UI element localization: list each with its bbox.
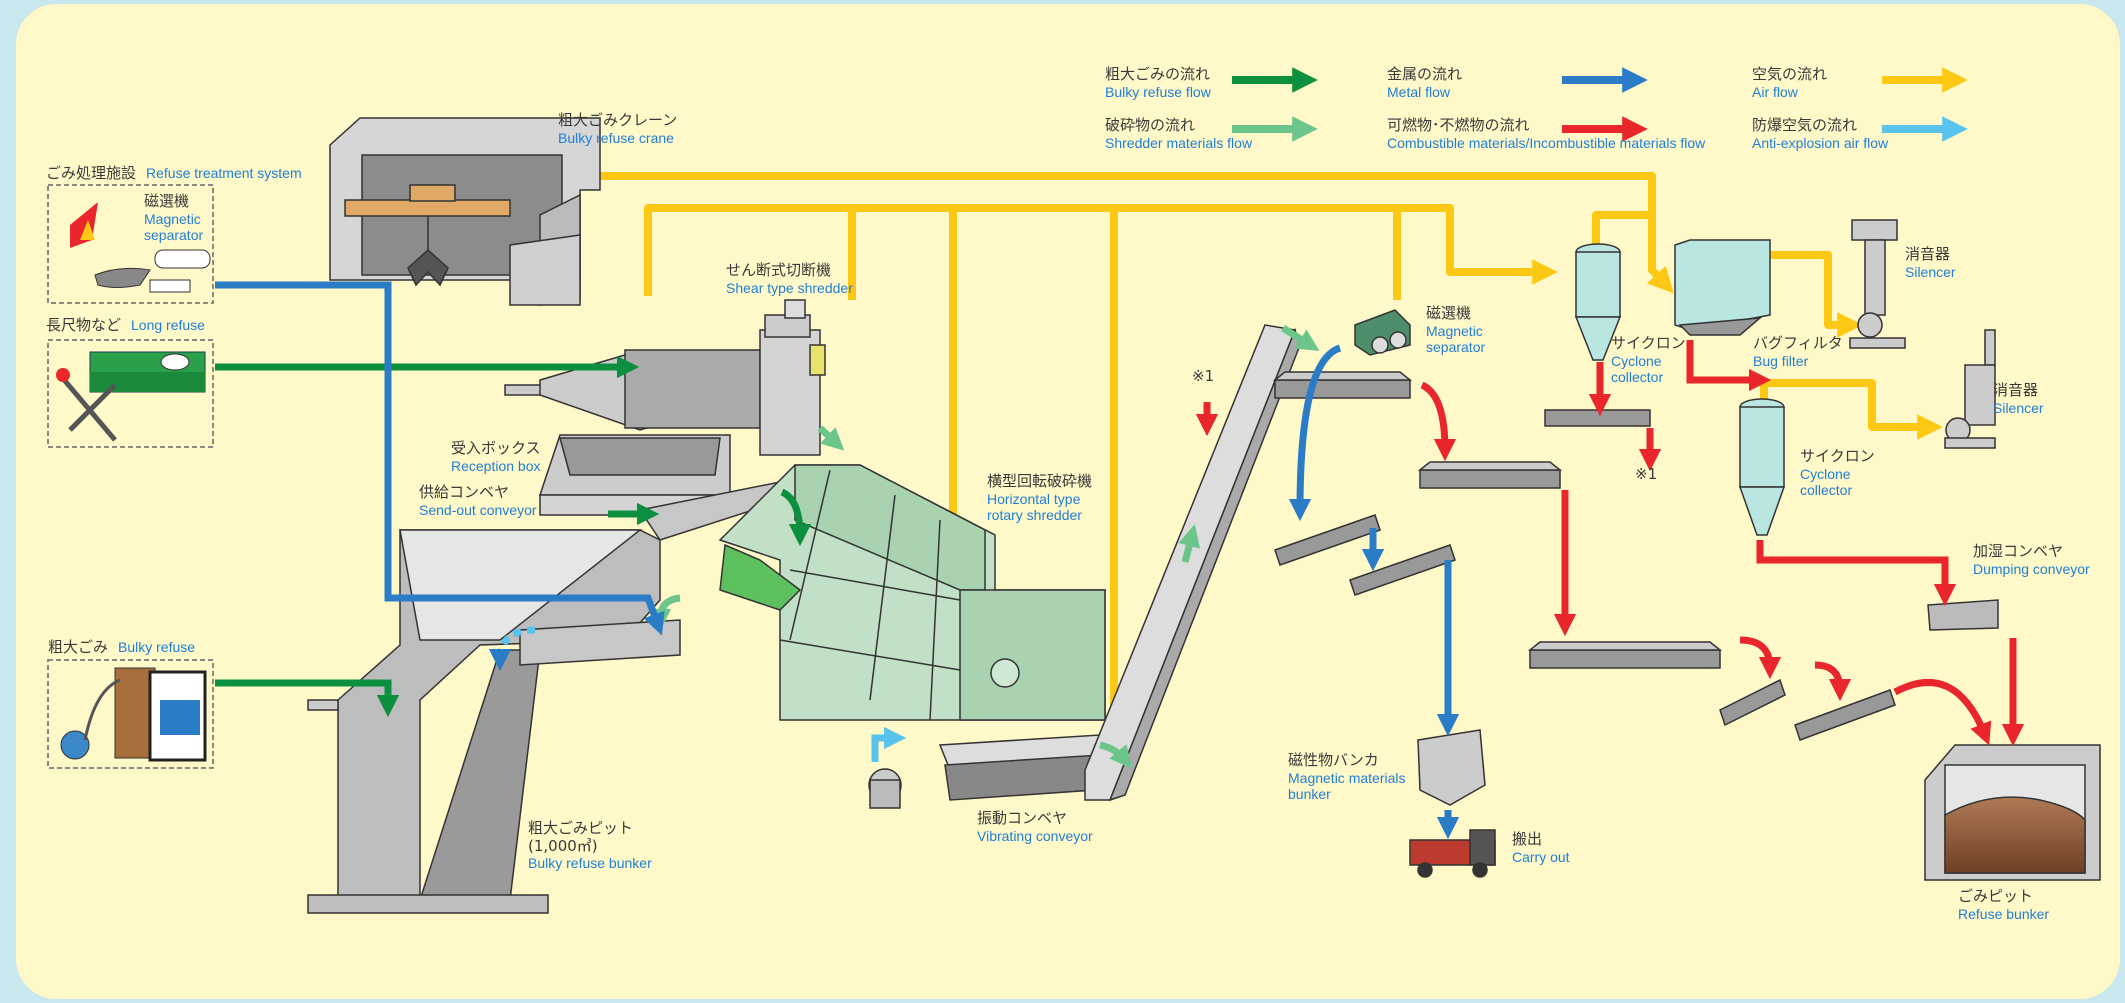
reception-box-label-en: Reception box bbox=[451, 458, 541, 475]
legend-air-en: Air flow bbox=[1752, 84, 1827, 101]
carry-out-label-jp: 搬出 bbox=[1512, 831, 1570, 849]
note-2: ※1 bbox=[1635, 466, 1657, 484]
note-1-text: ※1 bbox=[1192, 368, 1214, 386]
bulky-refuse-box bbox=[48, 660, 213, 768]
magnetic-bunker-label-en1: Magnetic materials bbox=[1288, 770, 1406, 787]
cyclone-2-label-en1: Cyclone bbox=[1800, 466, 1875, 483]
legend-bulky-jp: 粗大ごみの流れ bbox=[1105, 66, 1211, 84]
sendout-conveyor-label-jp: 供給コンベヤ bbox=[419, 484, 537, 502]
silencer-1-label-jp: 消音器 bbox=[1905, 246, 1956, 264]
bulky-refuse-label-jp: 粗大ごみ bbox=[48, 638, 108, 656]
legend-shredder-en: Shredder materials flow bbox=[1105, 135, 1252, 152]
silencer-2-label-jp: 消音器 bbox=[1993, 382, 2044, 400]
mag-sep-right-label-en1: Magnetic bbox=[1426, 323, 1485, 340]
vibrating-conveyor-label-jp: 振動コンベヤ bbox=[977, 810, 1093, 828]
crane-label-en: Bulky refuse crane bbox=[558, 130, 677, 147]
legend-shredder-jp: 破砕物の流れ bbox=[1105, 117, 1252, 135]
rotary-shredder-label-en1: Horizontal type bbox=[987, 491, 1092, 508]
magnetic-bunker-label-jp: 磁性物バンカ bbox=[1288, 752, 1406, 770]
bulky-refuse-label: 粗大ごみ Bulky refuse bbox=[48, 638, 195, 657]
refuse-bunker-label-jp: ごみピット bbox=[1958, 888, 2049, 906]
shear-shredder-label-jp: せん断式切断機 bbox=[726, 262, 853, 280]
bulky-refuse-label-en: Bulky refuse bbox=[118, 639, 195, 655]
rotary-shredder-label-jp: 横型回転破砕機 bbox=[987, 473, 1092, 491]
legend-antiexplosion-en: Anti-explosion air flow bbox=[1752, 135, 1888, 152]
dumping-conveyor-label-jp: 加湿コンベヤ bbox=[1973, 543, 2090, 561]
shear-shredder-label-en: Shear type shredder bbox=[726, 280, 853, 297]
mag-sep-right-label-jp: 磁選機 bbox=[1426, 305, 1485, 323]
legend-metal: 金属の流れMetal flow bbox=[1387, 66, 1462, 100]
crane-label-jp: 粗大ごみクレーン bbox=[558, 112, 677, 130]
rotary-shredder-label-en2: rotary shredder bbox=[987, 507, 1092, 524]
bunker-label-jp2: (1,000㎥) bbox=[528, 838, 652, 856]
refuse-system-label-jp: ごみ処理施設 bbox=[46, 164, 136, 182]
bug-filter bbox=[1675, 240, 1770, 335]
long-refuse-label-jp: 長尺物など bbox=[46, 316, 121, 334]
magnetic-bunker-label-en2: bunker bbox=[1288, 786, 1406, 803]
cyclone-1-label-en2: collector bbox=[1611, 369, 1686, 386]
refuse-system-label-en: Refuse treatment system bbox=[146, 165, 302, 181]
long-refuse-box bbox=[48, 340, 213, 447]
bunker-label: 粗大ごみピット(1,000㎥)Bulky refuse bunker bbox=[528, 820, 652, 872]
refuse-bunker-label-en: Refuse bunker bbox=[1958, 906, 2049, 923]
dumping-conveyor-label-en: Dumping conveyor bbox=[1973, 561, 2090, 578]
sendout-conveyor-label-en: Send-out conveyor bbox=[419, 502, 537, 519]
silencer-2-label-en: Silencer bbox=[1993, 400, 2044, 417]
bunker-label-jp1: 粗大ごみピット bbox=[528, 820, 652, 838]
legend-antiexplosion-jp: 防爆空気の流れ bbox=[1752, 117, 1888, 135]
mag-sep-left-label-en2: separator bbox=[144, 227, 203, 244]
mag-sep-right-label-en2: separator bbox=[1426, 339, 1485, 356]
legend-air-jp: 空気の流れ bbox=[1752, 66, 1827, 84]
cyclone-2-label-en2: collector bbox=[1800, 482, 1875, 499]
bug-filter-label-jp: バグフィルタ bbox=[1753, 335, 1843, 353]
cyclone-1-label-en1: Cyclone bbox=[1611, 353, 1686, 370]
legend-combustible-jp: 可燃物･不燃物の流れ bbox=[1387, 117, 1705, 135]
bug-filter-label-en: Bug filter bbox=[1753, 353, 1843, 370]
legend-metal-jp: 金属の流れ bbox=[1387, 66, 1462, 84]
carry-out-label-en: Carry out bbox=[1512, 849, 1570, 866]
cyclone-1-label-jp: サイクロン bbox=[1611, 335, 1686, 353]
mag-sep-left-label-en1: Magnetic bbox=[144, 211, 203, 228]
silencer-1-label-en: Silencer bbox=[1905, 264, 1956, 281]
mag-sep-left-label-jp: 磁選機 bbox=[144, 193, 203, 211]
refuse-system-label: ごみ処理施設 Refuse treatment system bbox=[46, 164, 302, 183]
note-2-text: ※1 bbox=[1635, 466, 1657, 484]
long-refuse-label: 長尺物など Long refuse bbox=[46, 316, 205, 335]
legend-combustible-en: Combustible materials/Incombustible mate… bbox=[1387, 135, 1705, 152]
legend-bulky-en: Bulky refuse flow bbox=[1105, 84, 1211, 101]
note-1: ※1 bbox=[1192, 368, 1214, 386]
legend-metal-en: Metal flow bbox=[1387, 84, 1462, 101]
bunker-label-en: Bulky refuse bunker bbox=[528, 855, 652, 872]
reception-box-label-jp: 受入ボックス bbox=[451, 440, 541, 458]
cyclone-2-label-jp: サイクロン bbox=[1800, 448, 1875, 466]
vibrating-conveyor-label-en: Vibrating conveyor bbox=[977, 828, 1093, 845]
refuse-pit bbox=[1925, 745, 2100, 880]
long-refuse-label-en: Long refuse bbox=[131, 317, 205, 333]
